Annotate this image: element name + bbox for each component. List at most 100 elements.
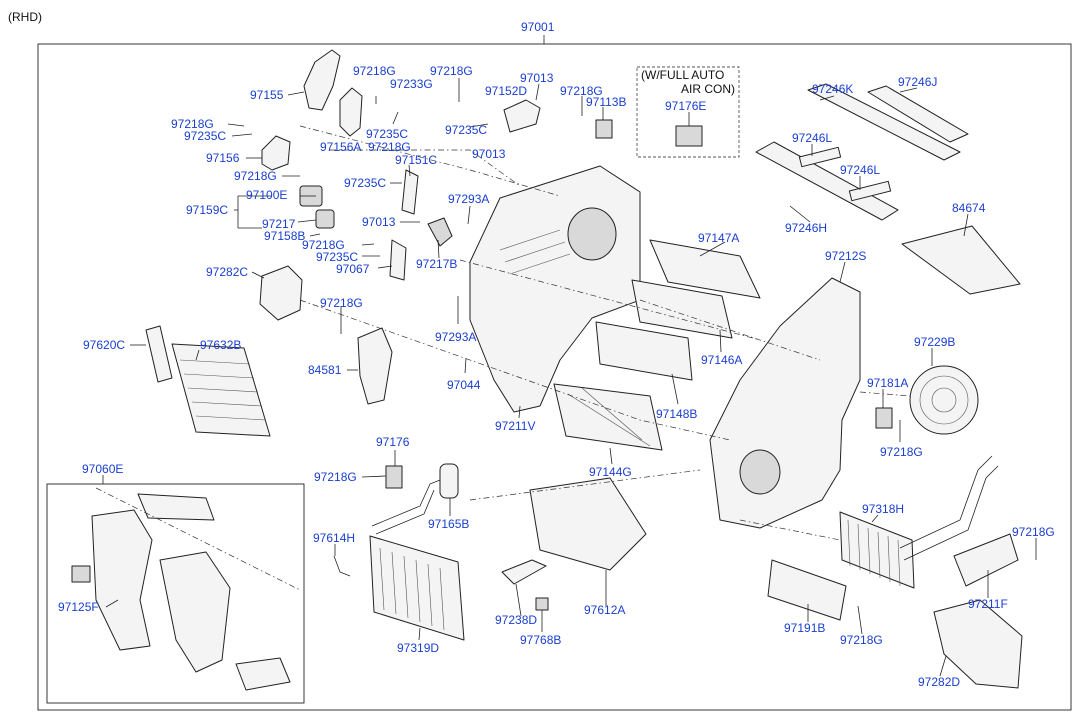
label-97246H[interactable]: 97246H xyxy=(785,221,827,235)
part-97152D-link[interactable] xyxy=(503,99,541,133)
label-97632B[interactable]: 97632B xyxy=(200,338,241,352)
label-97156[interactable]: 97156 xyxy=(206,151,240,165)
label-97211F[interactable]: 97211F xyxy=(968,597,1008,611)
part-97238D-hose[interactable] xyxy=(501,559,547,585)
label-97218G[interactable]: 97218G xyxy=(1012,525,1055,539)
label-97013[interactable]: 97013 xyxy=(472,147,506,161)
label-97218G[interactable]: 97218G xyxy=(880,445,923,459)
part-97614H-sensor[interactable] xyxy=(333,555,351,577)
part-97620C-frame[interactable] xyxy=(145,325,173,383)
part-97319D-evaporator[interactable] xyxy=(369,535,465,641)
part-97176-valve[interactable] xyxy=(385,465,403,489)
part-84581-bracket[interactable] xyxy=(357,327,393,405)
assembly-label[interactable]: 97001 xyxy=(521,20,555,34)
label-97125F[interactable]: 97125F xyxy=(58,600,99,614)
part-97060E-duct-right[interactable] xyxy=(159,551,231,673)
part-97246L-seal-a[interactable] xyxy=(798,146,842,168)
label-97318H[interactable]: 97318H xyxy=(862,502,904,516)
label-97238D[interactable]: 97238D xyxy=(495,613,537,627)
label-97013[interactable]: 97013 xyxy=(362,215,396,229)
part-97156A[interactable] xyxy=(339,87,363,137)
part-97318H-heater-core[interactable] xyxy=(839,511,915,589)
label-97282D[interactable]: 97282D xyxy=(918,675,960,689)
label-97246K[interactable]: 97246K xyxy=(812,82,853,96)
label-97235C[interactable]: 97235C xyxy=(316,250,358,264)
label-97229B[interactable]: 97229B xyxy=(914,335,955,349)
part-97176E[interactable] xyxy=(675,125,703,147)
label-97218G[interactable]: 97218G xyxy=(314,470,357,484)
part-97211F-bracket[interactable] xyxy=(953,533,1019,587)
part-97155-bracket[interactable] xyxy=(303,49,341,111)
label-97235C[interactable]: 97235C xyxy=(344,176,386,190)
label-97282C[interactable]: 97282C xyxy=(206,265,248,279)
label-97218G[interactable]: 97218G xyxy=(171,117,214,131)
label-97620C[interactable]: 97620C xyxy=(83,338,125,352)
part-97212S-case[interactable] xyxy=(709,277,861,529)
label-97191B[interactable]: 97191B xyxy=(784,621,825,635)
label-97147A[interactable]: 97147A xyxy=(698,231,739,245)
label-97155[interactable]: 97155 xyxy=(250,88,284,102)
part-97144G-door[interactable] xyxy=(553,383,663,451)
part-97148B-door[interactable] xyxy=(595,321,693,381)
label-97218G[interactable]: 97218G xyxy=(353,64,396,78)
label-97218G[interactable]: 97218G xyxy=(560,84,603,98)
label-97235C[interactable]: 97235C xyxy=(184,129,226,143)
part-97282D-duct[interactable] xyxy=(933,599,1023,689)
label-97233G[interactable]: 97233G xyxy=(390,77,433,91)
part-97060E-bracket[interactable] xyxy=(235,657,291,691)
part-97246K-seal[interactable] xyxy=(807,83,961,161)
part-97191B-ptc[interactable] xyxy=(767,559,847,621)
label-97176[interactable]: 97176 xyxy=(376,435,410,449)
label-97100E[interactable]: 97100E xyxy=(246,188,287,202)
part-97282C-motor[interactable] xyxy=(259,265,303,321)
label-84581[interactable]: 84581 xyxy=(308,363,342,377)
label-97768B[interactable]: 97768B xyxy=(520,633,561,647)
label-97246L[interactable]: 97246L xyxy=(840,163,880,177)
part-97113B[interactable] xyxy=(595,119,613,139)
label-97218G[interactable]: 97218G xyxy=(320,296,363,310)
label-97218G[interactable]: 97218G xyxy=(234,169,277,183)
label-97144G[interactable]: 97144G xyxy=(589,465,632,479)
label-97235C[interactable]: 97235C xyxy=(366,127,408,141)
label-97235C[interactable]: 97235C xyxy=(445,123,487,137)
label-97044[interactable]: 97044 xyxy=(447,378,481,392)
part-97217B-actuator[interactable] xyxy=(427,217,453,247)
label-97217[interactable]: 97217 xyxy=(262,217,296,231)
label-97218G[interactable]: 97218G xyxy=(368,140,411,154)
label-97176E[interactable]: 97176E xyxy=(665,99,706,113)
part-97125F-actuator[interactable] xyxy=(71,565,91,583)
label-97060E[interactable]: 97060E xyxy=(82,462,123,476)
part-84674-cover[interactable] xyxy=(901,225,1021,295)
part-97146A-door[interactable] xyxy=(631,279,733,339)
part-97211V-case[interactable] xyxy=(469,165,641,413)
label-84674[interactable]: 84674 xyxy=(952,201,986,215)
label-97211V[interactable]: 97211V xyxy=(495,419,535,433)
part-97612A-case-lower[interactable] xyxy=(529,477,647,571)
label-97218G[interactable]: 97218G xyxy=(840,633,883,647)
label-97158B[interactable]: 97158B xyxy=(264,229,305,243)
label-97113B[interactable]: 97113B xyxy=(586,95,626,109)
part-97156-plate[interactable] xyxy=(261,135,291,171)
part-97246L-seal-b[interactable] xyxy=(848,180,892,202)
label-97181A[interactable]: 97181A xyxy=(867,376,908,390)
label-97067[interactable]: 97067 xyxy=(336,262,370,276)
part-97165B-seal[interactable] xyxy=(439,463,459,499)
label-97212S[interactable]: 97212S xyxy=(825,249,866,263)
part-97060E-seal[interactable] xyxy=(137,493,215,521)
part-97181A-resistor[interactable] xyxy=(875,407,893,429)
label-97319D[interactable]: 97319D xyxy=(397,641,439,655)
label-97165B[interactable]: 97165B xyxy=(428,517,469,531)
part-97151C-lever[interactable] xyxy=(401,169,419,215)
label-97218G[interactable]: 97218G xyxy=(430,64,473,78)
label-97013[interactable]: 97013 xyxy=(520,71,554,85)
label-97156A[interactable]: 97156A xyxy=(320,140,361,154)
part-97067-lever[interactable] xyxy=(389,239,407,281)
part-97768B-plug[interactable] xyxy=(535,597,549,611)
part-97246J-seal[interactable] xyxy=(867,85,969,143)
label-97146A[interactable]: 97146A xyxy=(701,353,742,367)
label-97246L[interactable]: 97246L xyxy=(792,131,832,145)
label-97152D[interactable]: 97152D xyxy=(485,84,527,98)
label-97159C[interactable]: 97159C xyxy=(186,203,228,217)
part-97217-actuator[interactable] xyxy=(315,209,335,229)
label-97218G[interactable]: 97218G xyxy=(302,238,345,252)
